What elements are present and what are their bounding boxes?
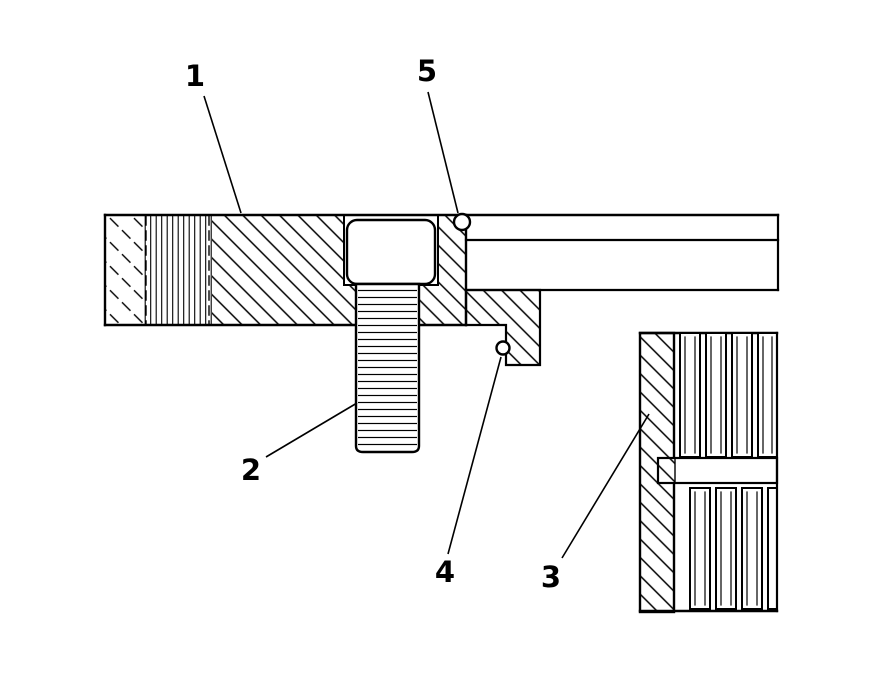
callout-2-label: 2 bbox=[241, 453, 261, 487]
housing-hatched-block bbox=[464, 288, 542, 367]
ring-groove-band bbox=[656, 456, 779, 485]
plate-hatch-under-head-right bbox=[419, 285, 438, 325]
cap-screw bbox=[345, 218, 437, 454]
callout-4: 4 bbox=[435, 356, 502, 589]
bolt-shank-threads bbox=[358, 289, 417, 447]
hub-lower-splines bbox=[689, 487, 778, 610]
leader-line-4 bbox=[447, 356, 502, 555]
spline-rib bbox=[757, 332, 778, 458]
o-ring-upper bbox=[452, 212, 472, 232]
callout-3: 3 bbox=[541, 413, 650, 594]
hub-upper-splines bbox=[679, 332, 778, 458]
leader-line-1 bbox=[203, 95, 242, 214]
ring-groove-hatched-end bbox=[657, 457, 676, 484]
spline-rib bbox=[731, 332, 753, 458]
plate-main-hatch bbox=[212, 215, 344, 325]
plate-threaded-bore bbox=[143, 215, 212, 325]
spline-rib-partial bbox=[767, 487, 778, 610]
callout-5: 5 bbox=[417, 54, 459, 214]
bolt-head bbox=[345, 218, 437, 286]
spline-rib bbox=[741, 487, 763, 610]
spline-rib bbox=[715, 487, 737, 610]
callouts: 1 2 3 4 5 bbox=[185, 54, 650, 594]
hub-ring-groove bbox=[656, 456, 779, 485]
callout-5-label: 5 bbox=[417, 54, 437, 88]
leader-line-3 bbox=[561, 413, 650, 559]
plate-endcap-dashed-hatch bbox=[105, 215, 143, 325]
splined-hub-section bbox=[638, 331, 779, 614]
plate-hatch-under-head-left bbox=[344, 285, 356, 325]
leader-line-5 bbox=[427, 91, 459, 214]
flange-plate-section bbox=[103, 213, 780, 327]
plate-hatch-right-of-head bbox=[438, 215, 466, 325]
callout-4-label: 4 bbox=[435, 555, 455, 589]
callout-3-label: 3 bbox=[541, 560, 561, 594]
housing-section bbox=[464, 213, 780, 367]
spline-rib bbox=[689, 487, 711, 610]
o-ring-lower bbox=[495, 340, 511, 356]
spline-rib bbox=[679, 332, 701, 458]
callout-1-label: 1 bbox=[185, 59, 205, 93]
leader-line-2 bbox=[265, 402, 358, 458]
callout-2: 2 bbox=[241, 402, 358, 487]
callout-1: 1 bbox=[185, 59, 242, 214]
spline-rib bbox=[705, 332, 727, 458]
